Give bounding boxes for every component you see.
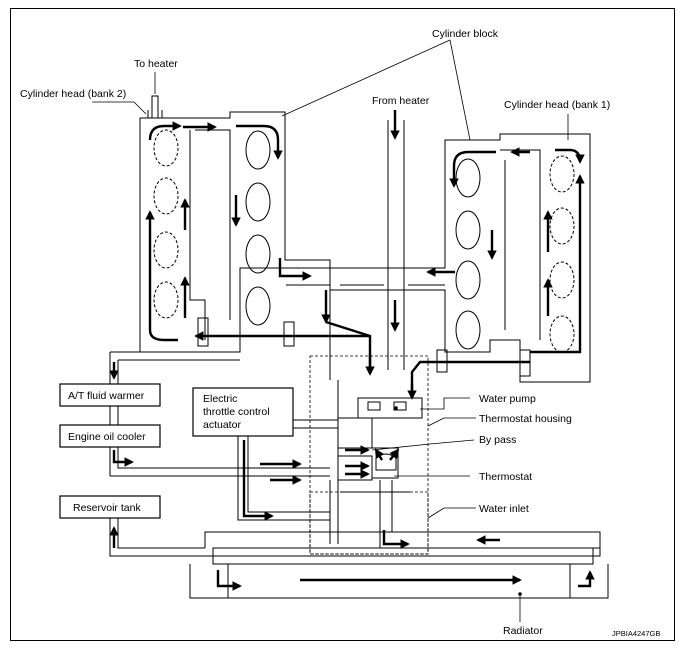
label-from-heater: From heater	[372, 95, 430, 107]
etc-actuator-box	[192, 387, 294, 437]
bank1-inner-wall	[500, 149, 541, 340]
label-cylinder-head-bank1: Cylinder head (bank 1)	[504, 99, 610, 111]
thermostat-housing	[337, 417, 410, 493]
bank1-block-bores	[455, 158, 481, 350]
label-engine-oil-cooler: Engine oil cooler	[68, 431, 146, 443]
radiator-body	[189, 531, 609, 599]
label-to-heater: To heater	[134, 58, 178, 70]
thermostat-valve	[374, 448, 400, 471]
bank2-inner-wall	[189, 129, 231, 340]
label-cylinder-block: Cylinder block	[432, 28, 499, 40]
bank1-head-outline	[329, 133, 591, 383]
leader-lines	[92, 39, 569, 622]
label-at-fluid-warmer: A/T fluid warmer	[68, 390, 145, 402]
label-thermostat-housing: Thermostat housing	[479, 413, 572, 425]
label-etc-line1: Electric	[203, 393, 237, 405]
diagram-frame	[10, 8, 675, 641]
heater-outlet-pipe	[151, 95, 159, 119]
label-cylinder-head-bank2: Cylinder head (bank 2)	[20, 88, 126, 100]
water-inlet-region	[309, 491, 429, 555]
label-thermostat: Thermostat	[479, 471, 532, 483]
label-water-pump: Water pump	[479, 393, 536, 405]
label-etc-line3: actuator	[203, 419, 241, 431]
bank2-head-outline	[139, 111, 331, 353]
thermostat-housing-region	[309, 355, 429, 555]
flow-arrows-engine	[145, 110, 585, 354]
label-by-pass: By pass	[479, 434, 516, 446]
label-water-inlet: Water inlet	[479, 503, 529, 515]
label-reservoir-tank: Reservoir tank	[73, 502, 141, 514]
figure-code: JPBIA4247GB	[612, 629, 660, 638]
from-heater-pipe	[286, 120, 445, 380]
label-etc-line2: throttle control	[203, 406, 270, 418]
flow-arrows-pump	[345, 445, 500, 549]
label-radiator: Radiator	[503, 625, 543, 637]
bank1-head-bores	[549, 155, 575, 353]
bank2-block-bores	[245, 130, 271, 326]
bank2-head-bores	[153, 129, 179, 319]
flow-arrows-crossover	[194, 317, 531, 400]
left-piping	[109, 351, 339, 557]
heater-outlet-cap	[147, 110, 163, 118]
water-pump	[357, 397, 423, 419]
